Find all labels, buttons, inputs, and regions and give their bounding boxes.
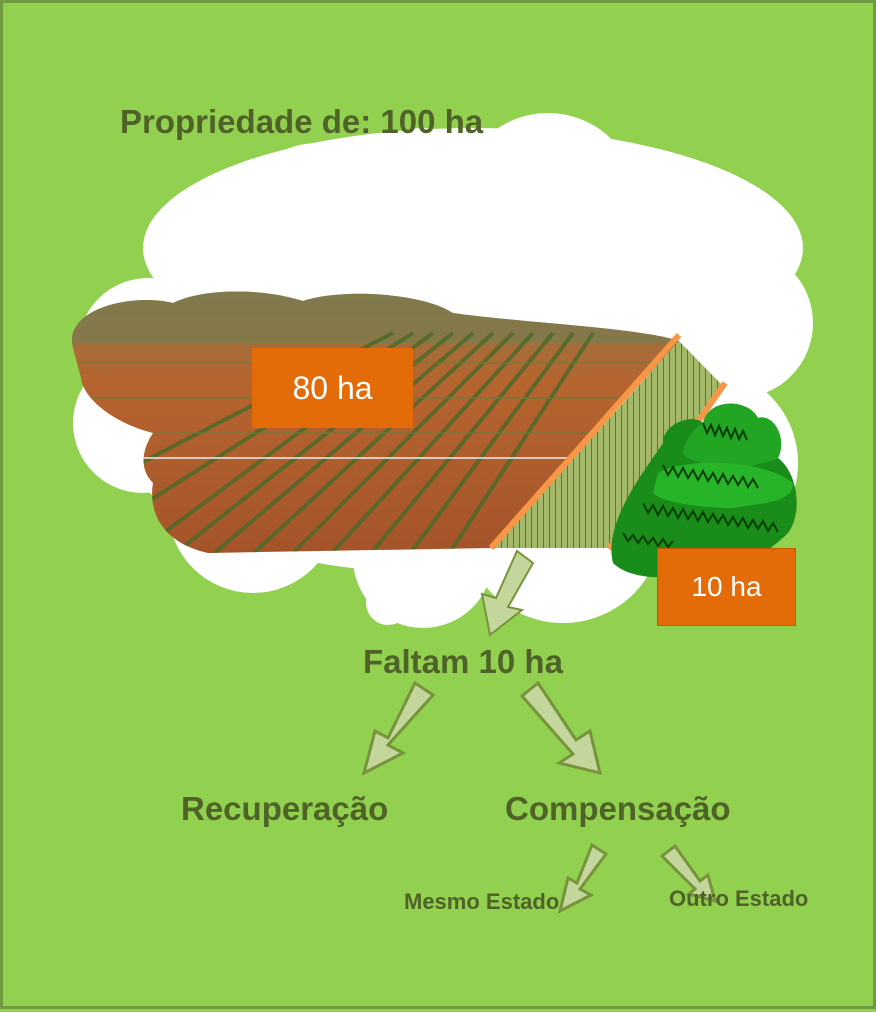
arrow-down-right xyxy=(519,680,603,776)
arrow-down-left xyxy=(361,680,436,776)
same-state-option: Mesmo Estado xyxy=(404,889,560,914)
arrow-to-outro-estado xyxy=(659,843,718,904)
other-state-option: Outro Estado xyxy=(669,886,809,911)
diagram-artwork xyxy=(72,113,813,914)
compensation-option: Compensação xyxy=(505,790,731,827)
arrow-to-mesmo-estado xyxy=(557,842,609,914)
missing-area-label: Faltam 10 ha xyxy=(363,643,563,680)
area-80-badge: 80 ha xyxy=(252,348,413,428)
property-title: Propriedade de: 100 ha xyxy=(120,103,484,140)
forest-trees-icon xyxy=(611,403,797,578)
arrow-down xyxy=(480,549,535,637)
area-10-badge: 10 ha xyxy=(657,548,796,626)
recovery-option: Recuperação xyxy=(181,790,389,827)
